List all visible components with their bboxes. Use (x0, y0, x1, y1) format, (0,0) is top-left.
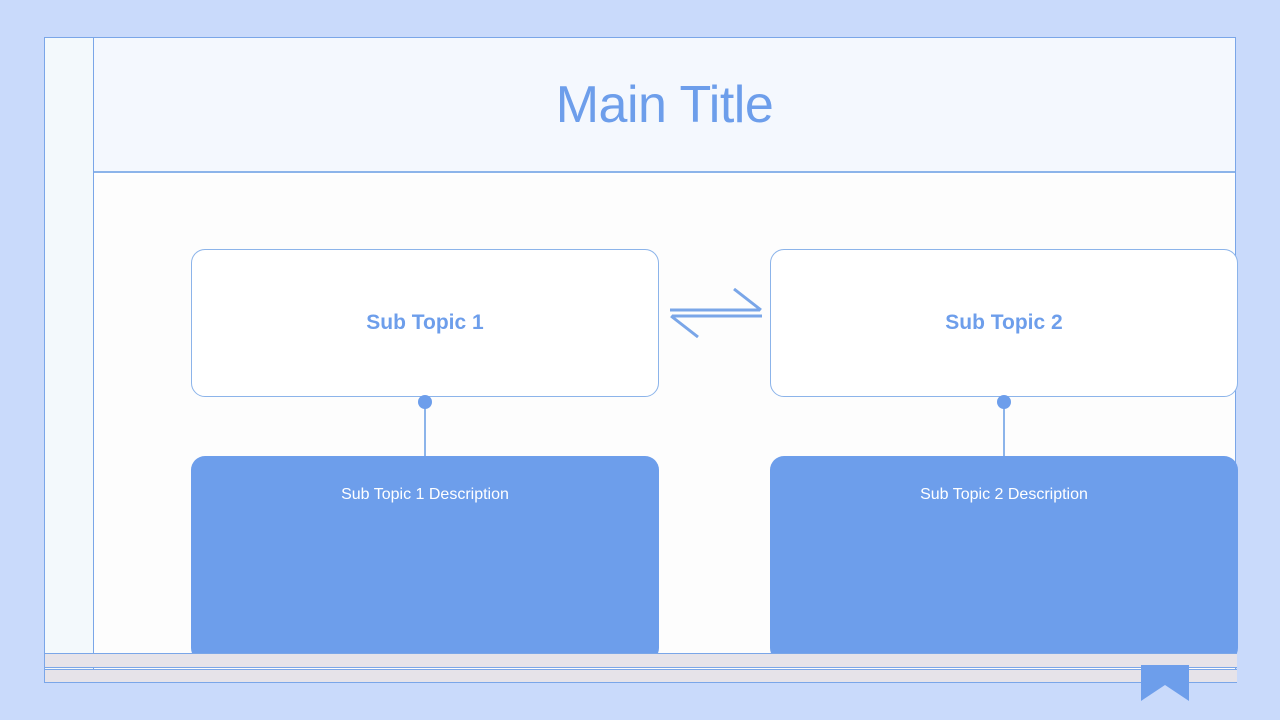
description-card-2[interactable]: Sub Topic 2 Description (770, 456, 1238, 662)
slide-body: Sub Topic 1 Sub Topic 2 (94, 175, 1238, 682)
connector-2-dot (997, 395, 1011, 409)
page-title: Main Title (555, 75, 774, 134)
connector-1-stem (424, 402, 426, 457)
description-card-1[interactable]: Sub Topic 1 Description (191, 456, 659, 662)
sidebar-rail (45, 38, 94, 682)
topic-card-1-label: Sub Topic 1 (366, 311, 484, 334)
description-card-1-label: Sub Topic 1 Description (341, 486, 509, 503)
slide-content-column: Main Title Sub Topic 1 Su (94, 38, 1238, 682)
equilibrium-arrow-icon (666, 287, 766, 339)
slide-header: Main Title (94, 38, 1235, 173)
topic-card-2-label: Sub Topic 2 (945, 311, 1063, 334)
connector-2 (997, 395, 1011, 457)
connector-1-dot (418, 395, 432, 409)
connector-2-stem (1003, 402, 1005, 457)
description-card-2-label: Sub Topic 2 Description (920, 486, 1088, 503)
bookmark-ribbon-icon[interactable] (1141, 665, 1189, 701)
topic-card-2[interactable]: Sub Topic 2 (770, 249, 1238, 397)
slide-frame: Main Title Sub Topic 1 Su (44, 37, 1238, 683)
topic-card-1[interactable]: Sub Topic 1 (191, 249, 659, 397)
footer-bar-primary (45, 653, 1237, 668)
connector-1 (418, 395, 432, 457)
footer-bar-secondary (45, 669, 1237, 683)
